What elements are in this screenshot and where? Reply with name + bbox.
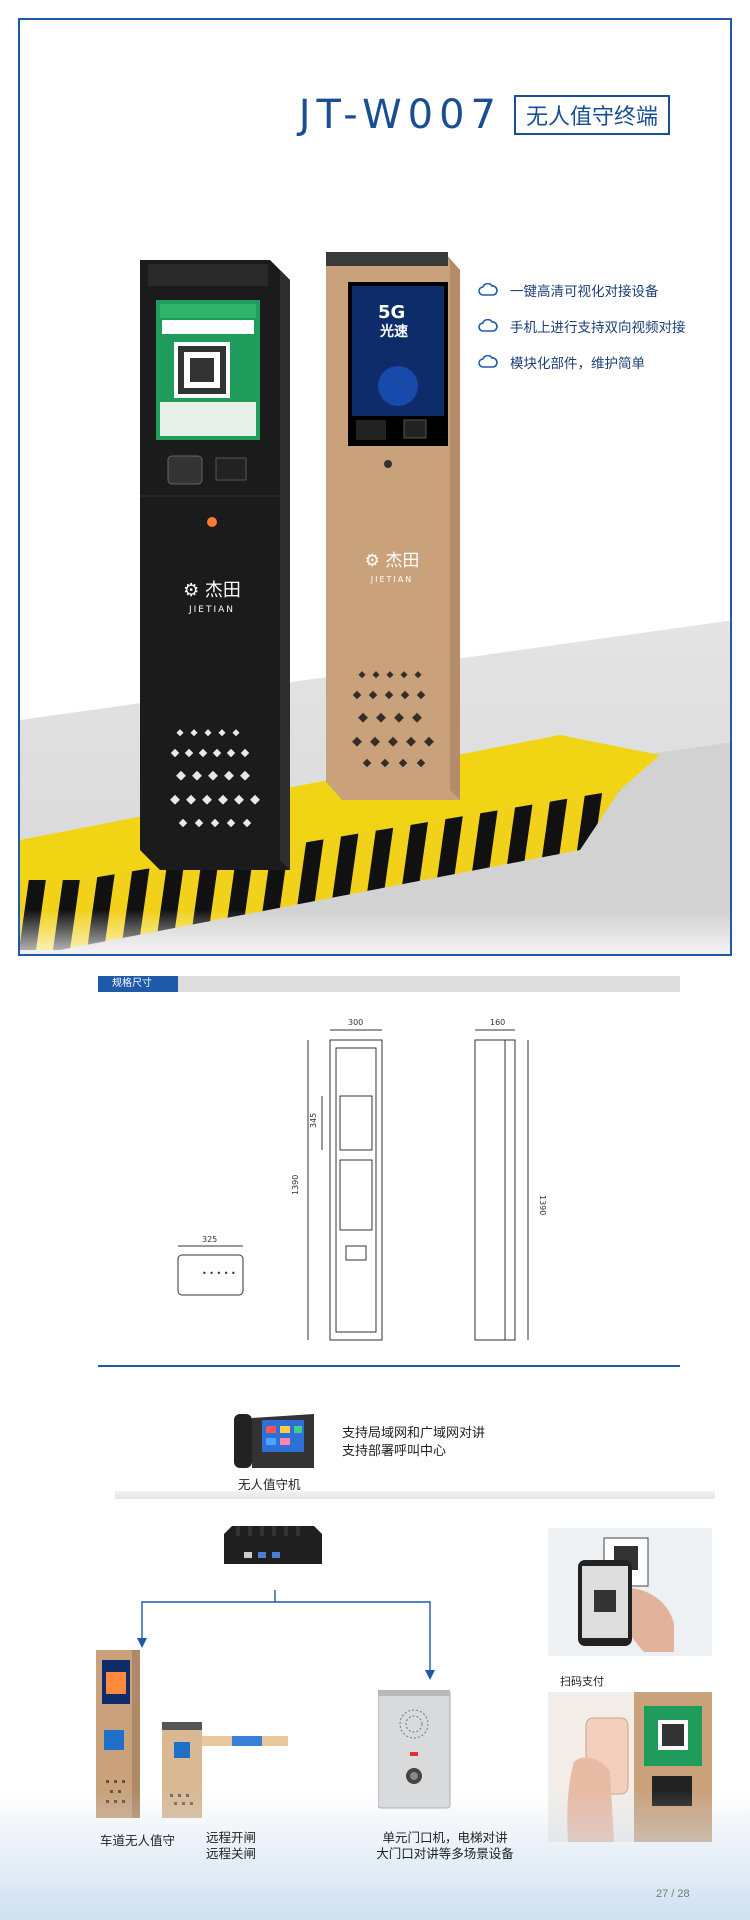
feature-item: 手机上进行支持双向视频对接 bbox=[478, 308, 686, 344]
desk-phone-image bbox=[234, 1414, 314, 1468]
spec-header-bar: 规格尺寸 bbox=[98, 976, 680, 992]
phone-description: 支持局域网和广域网对讲 支持部署呼叫中心 bbox=[342, 1424, 485, 1460]
connection-arrows bbox=[137, 1590, 435, 1680]
dim-width-front: 300 bbox=[348, 1018, 363, 1027]
model-tag: 无人值守终端 bbox=[513, 95, 670, 135]
dim-height-front: 1390 bbox=[291, 1175, 300, 1195]
door-line: 单元门口机，电梯对讲 bbox=[382, 1831, 508, 1845]
dim-height-side: 1390 bbox=[538, 1195, 547, 1215]
guard-machine-label: 无人值守机 bbox=[238, 1478, 301, 1492]
network-bar bbox=[115, 1491, 715, 1499]
qr-pay-label: 扫码支付 bbox=[560, 1676, 604, 1688]
svg-text:光速: 光速 bbox=[379, 323, 408, 340]
bottom-gradient bbox=[0, 1790, 750, 1920]
page-number: 27 / 28 bbox=[656, 1888, 690, 1900]
lane-unattended-label: 车道无人值守 bbox=[100, 1834, 176, 1848]
svg-text:5G: 5G bbox=[378, 302, 405, 323]
section-divider bbox=[98, 1365, 680, 1367]
qr-scan-photo bbox=[548, 1528, 712, 1656]
cloud-icon bbox=[478, 319, 498, 332]
model-name: JT-W007 bbox=[298, 92, 502, 138]
hero-panel: JT-W007 无人值守终端 bbox=[18, 18, 732, 956]
gold-kiosk-brand: ⚙ 杰田 bbox=[365, 551, 420, 571]
gate-line: 远程关闸 bbox=[206, 1847, 257, 1861]
door-line: 大门口对讲等多场景设备 bbox=[376, 1847, 514, 1861]
black-kiosk-image: ⚙ 杰田 JIETIAN bbox=[140, 260, 290, 870]
feature-text: 模块化部件，维护简单 bbox=[510, 356, 645, 371]
dimension-drawing: 300 160 1390 1390 345 325 • • • • • bbox=[177, 1018, 547, 1341]
dim-screen: 345 bbox=[309, 1113, 318, 1128]
svg-text:• • • • •: • • • • • bbox=[202, 1269, 236, 1278]
black-kiosk-brand: ⚙ 杰田 bbox=[183, 580, 241, 601]
dim-base: 325 bbox=[202, 1235, 217, 1244]
svg-text:JIETIAN: JIETIAN bbox=[188, 605, 235, 615]
feature-item: 一键高清可视化对接设备 bbox=[478, 272, 686, 308]
phone-desc-line: 支持局域网和广域网对讲 bbox=[342, 1425, 486, 1440]
feature-text: 手机上进行支持双向视频对接 bbox=[510, 320, 686, 335]
feature-list: 一键高清可视化对接设备 手机上进行支持双向视频对接 模块化部件，维护简单 bbox=[478, 272, 686, 380]
gate-control-label: 远程开闸 远程关闸 bbox=[206, 1830, 256, 1862]
cloud-icon bbox=[478, 283, 498, 296]
cloud-icon bbox=[478, 355, 498, 368]
product-title: JT-W007 无人值守终端 bbox=[299, 92, 670, 138]
spec-label: 规格尺寸 bbox=[98, 976, 178, 992]
door-intercom-label: 单元门口机，电梯对讲 大门口对讲等多场景设备 bbox=[350, 1830, 540, 1862]
dim-width-side: 160 bbox=[490, 1018, 505, 1027]
feature-item: 模块化部件，维护简单 bbox=[478, 344, 686, 380]
feature-text: 一键高清可视化对接设备 bbox=[510, 284, 659, 299]
phone-desc-line: 支持部署呼叫中心 bbox=[342, 1443, 447, 1458]
gate-line: 远程开闸 bbox=[206, 1831, 257, 1845]
svg-text:JIETIAN: JIETIAN bbox=[370, 575, 413, 584]
gold-kiosk-image: 5G 光速 ⚙ 杰田 JIETIAN bbox=[326, 252, 460, 800]
network-switch-image bbox=[224, 1526, 322, 1564]
